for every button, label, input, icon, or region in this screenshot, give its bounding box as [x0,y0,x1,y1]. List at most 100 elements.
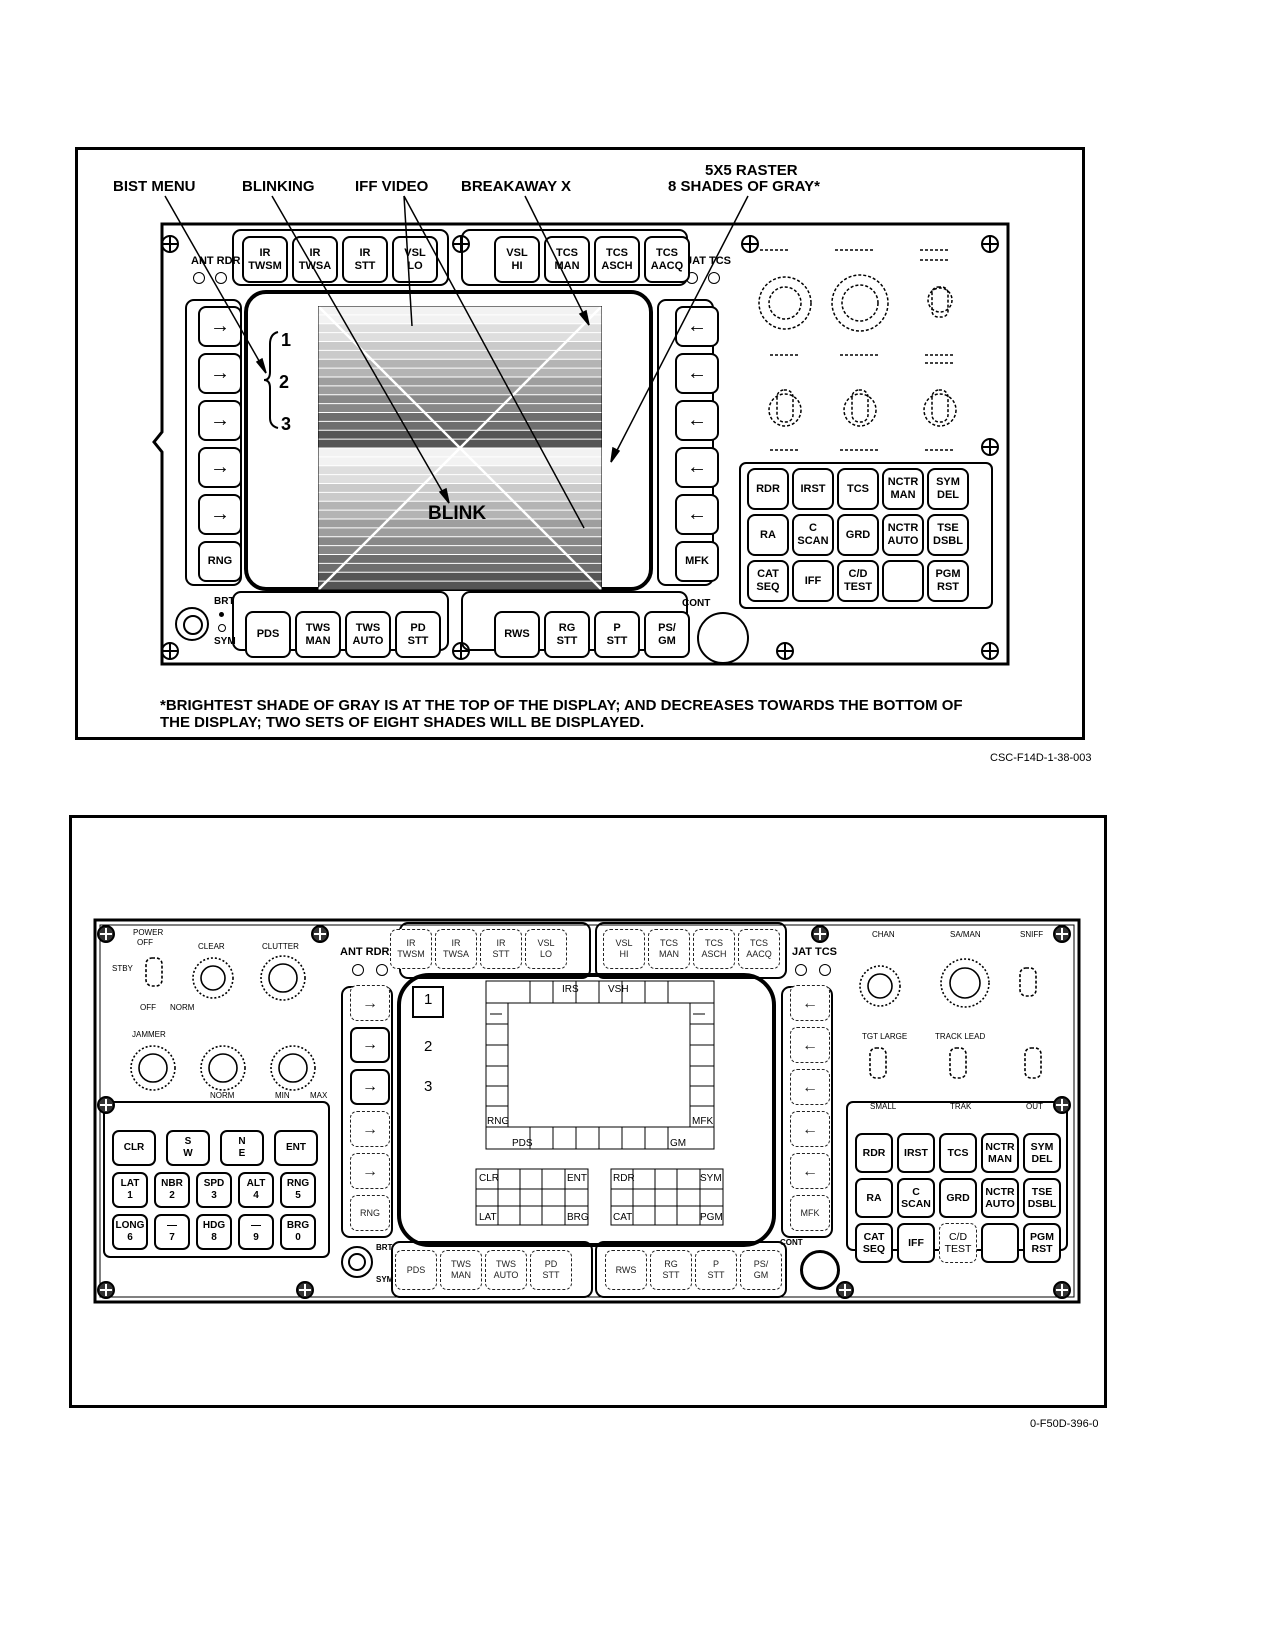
keypad-ra[interactable]: RA [855,1178,893,1218]
right-arrow-button[interactable]: ← [790,1111,830,1147]
keypad-tcs[interactable]: TCS [939,1133,977,1173]
right-arrow-button[interactable]: ← [790,1069,830,1105]
right-arrow-button[interactable]: ← [675,494,719,535]
left-arrow-button[interactable]: → [350,1027,390,1063]
data-key--9[interactable]: —9 [238,1214,274,1250]
left-arrow-button[interactable]: → [350,1153,390,1189]
keypad-iff[interactable]: IFF [897,1223,935,1263]
osb-pds[interactable]: PDS [395,1250,437,1290]
osb-ps-gm[interactable]: PS/GM [740,1250,782,1290]
left-arrow-button[interactable]: → [198,400,242,441]
keypad-irst[interactable]: IRST [897,1133,935,1173]
mfk-button[interactable]: MFK [790,1195,830,1231]
brightness-knob[interactable] [341,1246,373,1278]
keypad-blank[interactable] [981,1223,1019,1263]
right-arrow-button[interactable]: ← [675,353,719,394]
keypad-tcs[interactable]: TCS [837,468,879,510]
right-arrow-button[interactable]: ← [790,1027,830,1063]
contrast-knob[interactable] [800,1250,840,1290]
data-key--7[interactable]: —7 [154,1214,190,1250]
left-arrow-button[interactable]: → [350,1069,390,1105]
osb-ps-gm[interactable]: PS/GM [644,611,690,658]
left-arrow-button[interactable]: → [350,985,390,1021]
keypad-iff[interactable]: IFF [792,560,834,602]
keypad-irst[interactable]: IRST [792,468,834,510]
mfk-button[interactable]: MFK [675,541,719,582]
keypad-rdr[interactable]: RDR [855,1133,893,1173]
keypad-blank[interactable] [882,560,924,602]
rng-button[interactable]: RNG [350,1195,390,1231]
keypad-rdr[interactable]: RDR [747,468,789,510]
right-arrow-button[interactable]: ← [675,400,719,441]
right-arrow-button[interactable]: ← [790,985,830,1021]
left-arrow-button[interactable]: → [198,353,242,394]
left-arrow-button[interactable]: → [350,1111,390,1147]
keypad-grd[interactable]: GRD [837,514,879,556]
right-arrow-button[interactable]: ← [675,306,719,347]
rng-button[interactable]: RNG [198,541,242,582]
data-key-clr[interactable]: CLR [112,1130,156,1166]
left-arrow-button[interactable]: → [198,447,242,488]
left-arrow-button[interactable]: → [198,494,242,535]
right-arrow-button[interactable]: ← [675,447,719,488]
osb-rws[interactable]: RWS [605,1250,647,1290]
keypad-grd[interactable]: GRD [939,1178,977,1218]
data-key-ent[interactable]: ENT [274,1130,318,1166]
right-arrow-button[interactable]: ← [790,1153,830,1189]
keypad-ra[interactable]: RA [747,514,789,556]
brightness-knob[interactable] [175,607,209,641]
osb-rws[interactable]: RWS [494,611,540,658]
contrast-knob[interactable] [697,612,749,664]
osb-pds[interactable]: PDS [245,611,291,658]
left-arrow-button[interactable]: → [198,306,242,347]
